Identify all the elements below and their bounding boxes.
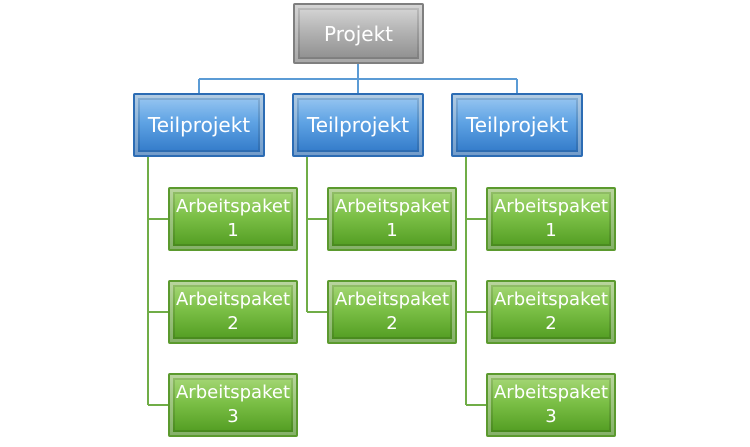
work-package-1-2: Arbeitspaket 2: [168, 280, 298, 344]
work-package-1-3: Arbeitspaket 3: [168, 373, 298, 437]
work-package-2-1: Arbeitspaket 1: [327, 187, 457, 251]
work-package-2-2: Arbeitspaket 2: [327, 280, 457, 344]
work-package-3-2: Arbeitspaket 2: [486, 280, 616, 344]
work-package-1-1: Arbeitspaket 1: [168, 187, 298, 251]
subproject-node-3: Teilprojekt: [451, 93, 583, 157]
work-package-3-1: Arbeitspaket 1: [486, 187, 616, 251]
subproject-node-1: Teilprojekt: [133, 93, 265, 157]
project-node: Projekt: [293, 3, 424, 64]
work-package-3-3: Arbeitspaket 3: [486, 373, 616, 437]
subproject-node-2: Teilprojekt: [292, 93, 424, 157]
